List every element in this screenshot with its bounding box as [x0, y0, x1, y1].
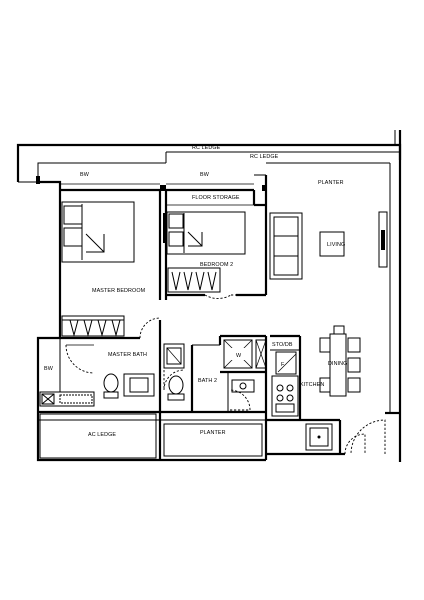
- dining-set: [319, 325, 361, 397]
- floor-storage-label: FLOOR STORAGE: [192, 195, 240, 201]
- shoe-cabinet: [305, 423, 333, 451]
- bw-top-mid-label: BW: [200, 172, 210, 178]
- master-bed: [61, 201, 135, 263]
- bath-2-toilet: [167, 375, 185, 401]
- store-label: STO/DB: [272, 342, 293, 348]
- kitchen-label: KITCHEN: [300, 382, 324, 388]
- planter-top-label: PLANTER: [318, 180, 344, 186]
- bath-2-basin: [231, 379, 255, 393]
- bedroom-2-door-swing: [204, 294, 236, 299]
- master-wardrobe: [61, 315, 125, 337]
- main-door-swing-right: [350, 419, 386, 455]
- f-label: F: [281, 362, 285, 368]
- bedroom-2-bed: [163, 211, 246, 255]
- bw-top-left-label: BW: [80, 172, 90, 178]
- living-rug: [319, 231, 345, 257]
- master-bath-label: MASTER BATH: [108, 352, 147, 358]
- master-bedroom-label: MASTER BEDROOM: [92, 288, 146, 294]
- ac-ledge-label: AC LEDGE: [88, 432, 116, 438]
- outer-walls: [16, 130, 402, 462]
- master-bath-toilet: [103, 373, 119, 399]
- master-bath-basin: [123, 373, 155, 397]
- planter-bottom: [163, 423, 263, 457]
- ac-ledge: [39, 413, 157, 459]
- shower: [163, 343, 185, 369]
- sofa: [269, 212, 303, 280]
- main-door-swing-left: [344, 433, 366, 455]
- bedroom-2-wardrobe: [167, 267, 221, 293]
- store-box: [255, 339, 267, 369]
- master-bath-door-swing: [65, 344, 95, 374]
- kitchen-counter: [271, 375, 299, 417]
- rc-ledge-top-label: RC LEDGE: [192, 145, 221, 151]
- rc-ledge-mid-label: RC LEDGE: [250, 154, 279, 160]
- master-bath-vanity-row: [39, 391, 95, 407]
- dining-label: DINING: [328, 361, 347, 367]
- planter-bottom-label: PLANTER: [200, 430, 226, 436]
- tv-console: [378, 211, 388, 268]
- bath-corridor-door: [163, 369, 185, 391]
- bw-left-label: BW: [44, 366, 54, 372]
- master-bedroom-door-swing: [139, 317, 161, 339]
- bath-2-door-swing: [229, 389, 251, 411]
- fridge: [275, 351, 297, 375]
- bath-2-label: BATH 2: [198, 378, 217, 384]
- living-label: LIVING: [327, 242, 345, 248]
- w-label: W: [236, 353, 242, 359]
- bedroom-2-label: BEDROOM 2: [200, 262, 233, 268]
